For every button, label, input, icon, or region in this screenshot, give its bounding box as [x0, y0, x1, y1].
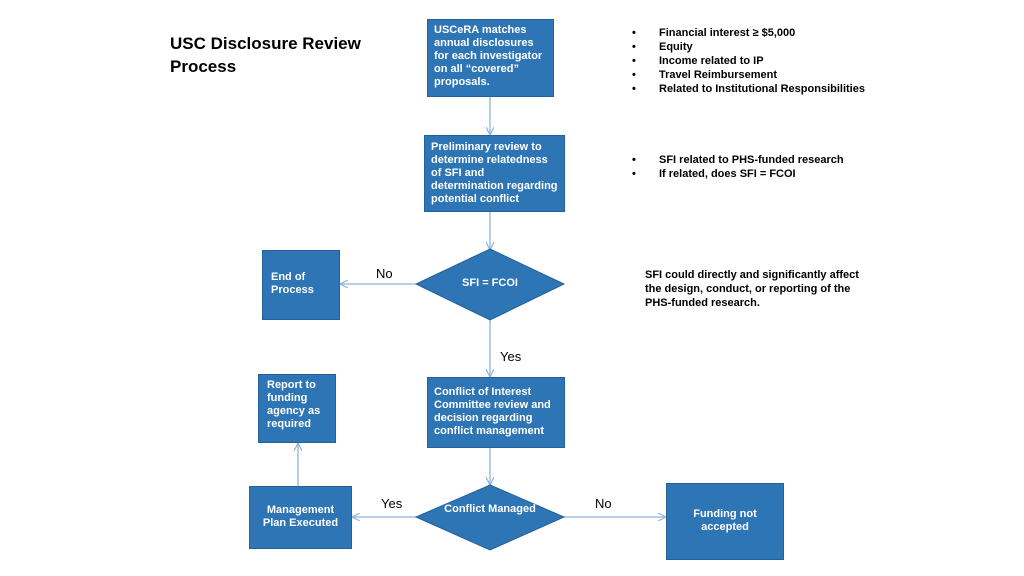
uscera-matching-text: USCeRA matches annual disclosures for ea…	[434, 24, 543, 88]
edge-label-conflict-no: No	[595, 496, 612, 511]
edge-label-sfi-no: No	[376, 266, 393, 281]
page-title: USC Disclosure Review Process	[170, 34, 361, 76]
list-item: Income related to IP	[632, 54, 865, 68]
sfi-types-list: Financial interest ≥ $5,000 Equity Incom…	[632, 26, 865, 96]
list-item: Financial interest ≥ $5,000	[632, 26, 865, 40]
management-plan-text: Management Plan Executed	[262, 504, 339, 529]
uscera-matching-step: USCeRA matches annual disclosures for ea…	[427, 19, 554, 97]
decision-diamond-conflict	[414, 484, 566, 551]
conflict-managed-decision-label: Conflict Managed	[444, 503, 536, 515]
list-item: Travel Reimbursement	[632, 68, 865, 82]
management-plan-step: Management Plan Executed	[249, 486, 352, 549]
edge-label-conflict-yes: Yes	[381, 496, 403, 511]
coi-committee-review-text: Conflict of Interest Committee review an…	[434, 386, 551, 437]
report-to-agency-step: Report to funding agency as required	[258, 374, 336, 443]
funding-not-accepted-text: Funding not accepted	[693, 508, 757, 533]
funding-not-accepted-step: Funding not accepted	[666, 483, 784, 560]
list-item: Related to Institutional Responsibilitie…	[632, 82, 865, 96]
preliminary-review-text: Preliminary review to determine relatedn…	[431, 141, 558, 205]
list-item: Equity	[632, 40, 865, 54]
end-of-process-text: End of Process	[271, 271, 314, 296]
list-item: SFI related to PHS-funded research	[632, 153, 844, 167]
review-criteria-list: SFI related to PHS-funded research If re…	[632, 153, 844, 181]
fcoi-definition-note: SFI could directly and significantly aff…	[645, 269, 859, 309]
coi-committee-review-step: Conflict of Interest Committee review an…	[427, 377, 565, 448]
list-item: If related, does SFI = FCOI	[632, 167, 844, 181]
preliminary-review-step: Preliminary review to determine relatedn…	[424, 135, 565, 212]
decision-diamond-sfi	[414, 248, 566, 321]
edge-label-sfi-yes: Yes	[500, 349, 522, 364]
report-to-agency-text: Report to funding agency as required	[267, 379, 321, 430]
sfi-fcoi-decision-label: SFI = FCOI	[462, 277, 518, 289]
end-of-process-step: End of Process	[262, 250, 340, 320]
